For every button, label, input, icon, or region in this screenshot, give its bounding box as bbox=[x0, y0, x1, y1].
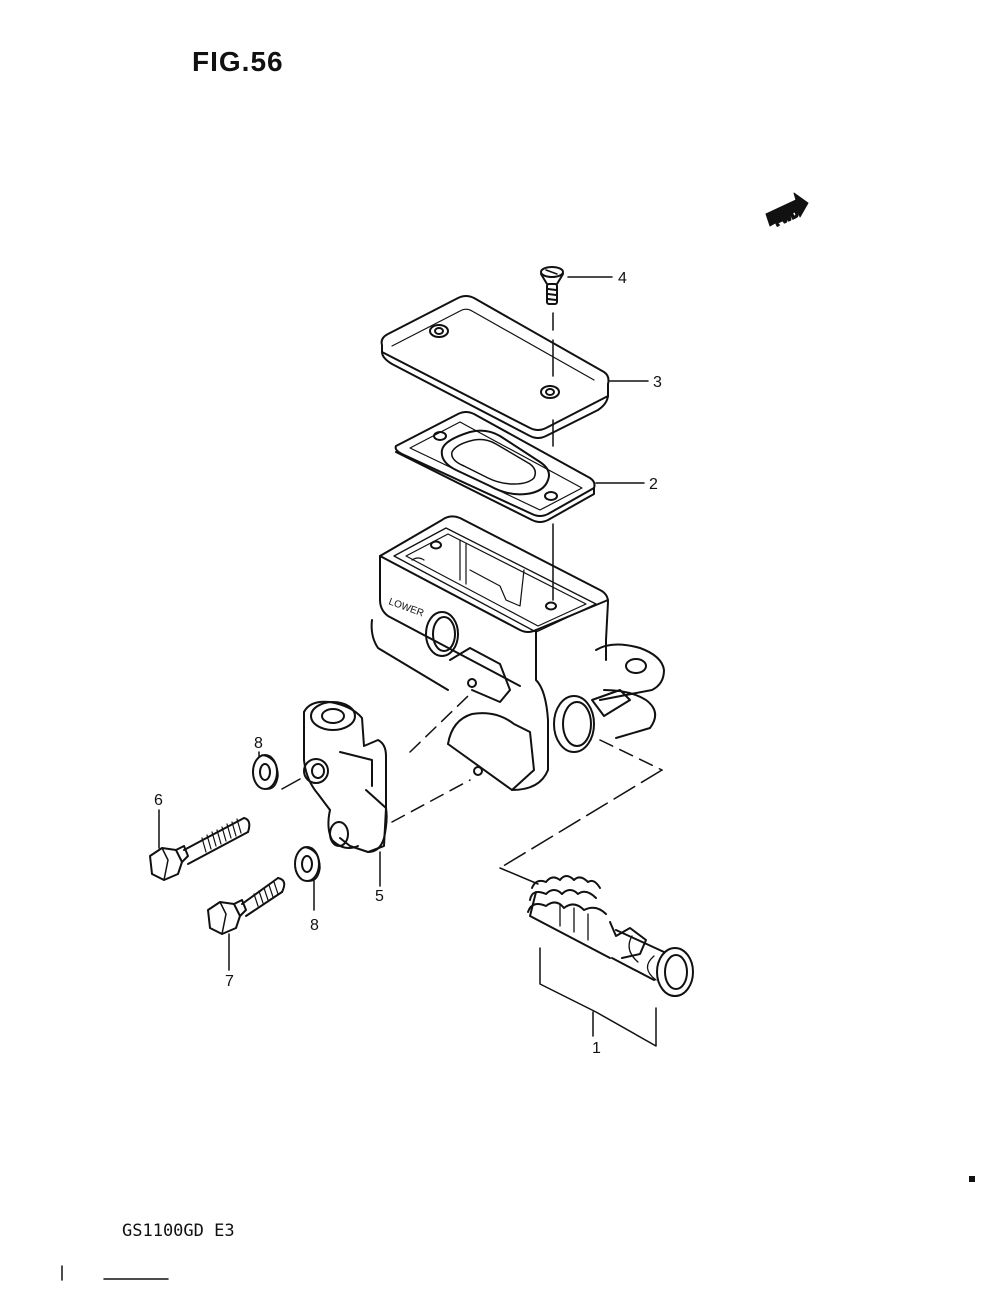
washer-upper-part bbox=[252, 754, 279, 790]
callout-7: 7 bbox=[225, 973, 234, 990]
figure-title: FIG.56 bbox=[192, 46, 284, 77]
callout-4: 4 bbox=[618, 270, 627, 287]
callout-3: 3 bbox=[653, 374, 662, 391]
cap-screw-part bbox=[540, 266, 564, 305]
reservoir-diaphragm-part bbox=[394, 411, 596, 523]
washer-lower-part bbox=[294, 846, 321, 882]
callout-1: 1 bbox=[592, 1040, 601, 1057]
master-cylinder-body: LOWER bbox=[370, 515, 665, 791]
callout-8-lower: 8 bbox=[310, 917, 319, 934]
short-bolt-part bbox=[207, 877, 286, 935]
piston-spring-assembly-part bbox=[527, 875, 694, 997]
lower-marking: LOWER bbox=[387, 596, 425, 619]
model-code: GS1100GD E3 bbox=[122, 1221, 235, 1241]
callout-8-upper: 8 bbox=[254, 735, 263, 752]
callout-5: 5 bbox=[375, 888, 384, 905]
callout-2: 2 bbox=[649, 476, 658, 493]
reservoir-cap-part bbox=[380, 295, 610, 439]
callout-6: 6 bbox=[154, 792, 163, 809]
lever-holder-part bbox=[303, 700, 388, 853]
forward-arrow-icon: FWD bbox=[765, 192, 809, 230]
long-bolt-part bbox=[149, 817, 251, 881]
